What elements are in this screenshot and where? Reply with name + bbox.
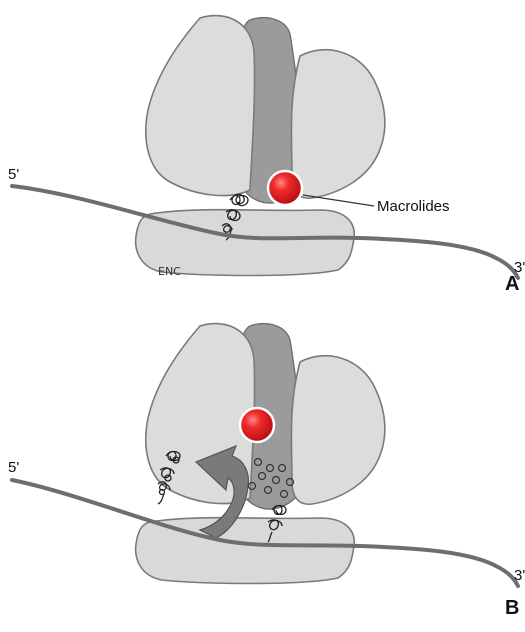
panel-b-letter: B [505,597,519,619]
large-subunit-right [291,50,385,199]
large-subunit-right [291,356,385,505]
five-prime-label: 5' [8,166,19,183]
macrolide-leader-line [303,195,374,206]
panel-a: 5' 3' Macrolides A ENC [8,16,525,295]
five-prime-label: 5' [8,459,19,476]
three-prime-label: 3' [514,567,525,584]
panel-a-letter: A [505,273,519,295]
macrolides-label: Macrolides [377,198,450,215]
panel-b: 5' 3' B [8,324,525,619]
artist-signature: ENC [158,265,181,278]
large-subunit-left [146,16,255,196]
macrolide-molecule [268,171,302,205]
macrolide-molecule [240,408,274,442]
